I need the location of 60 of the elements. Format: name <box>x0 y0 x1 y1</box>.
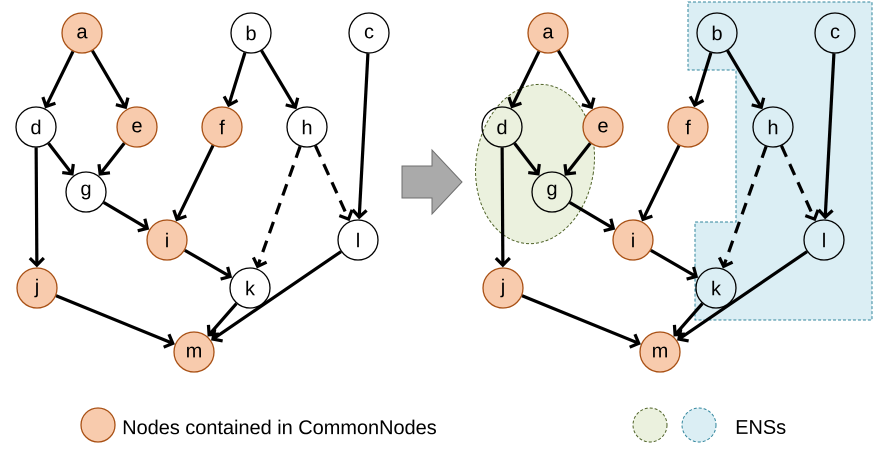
graph-node: f <box>201 106 243 148</box>
arrow <box>102 201 150 232</box>
arrow <box>494 148 511 268</box>
arrow <box>817 54 836 220</box>
graph-node: i <box>146 219 188 261</box>
arrow <box>351 54 370 220</box>
graph-node: i <box>612 219 654 261</box>
graph-node: a <box>61 12 103 54</box>
arrow <box>184 248 232 281</box>
graph-node: g <box>65 171 107 213</box>
graph-node: g <box>531 171 573 213</box>
graph-node: m <box>173 331 215 373</box>
arrow <box>91 50 130 110</box>
arrow <box>260 50 300 110</box>
arrow <box>28 148 45 268</box>
graph-node: c <box>814 12 856 54</box>
graph-node: b <box>230 12 272 54</box>
graph-node: e <box>116 106 158 148</box>
arrow <box>56 294 175 349</box>
arrow <box>563 142 592 176</box>
graph-node: e <box>582 106 624 148</box>
arrow <box>688 52 712 108</box>
graph-node: c <box>348 12 390 54</box>
graph-node: j <box>16 267 58 309</box>
graph-node: a <box>527 12 569 54</box>
graph-node: b <box>696 12 738 54</box>
graph-node: h <box>286 106 328 148</box>
arrow <box>726 50 766 110</box>
arrow <box>507 50 540 108</box>
arrow <box>780 145 820 222</box>
arrow <box>47 142 75 176</box>
arrow <box>522 294 641 349</box>
arrow <box>672 302 704 336</box>
arrow <box>638 144 680 222</box>
arrow <box>252 146 302 269</box>
arrow <box>557 50 596 110</box>
graph-node: l <box>337 219 379 261</box>
legend-label: ENSs <box>736 420 786 434</box>
graph-node: f <box>667 106 709 148</box>
arrow <box>650 248 698 281</box>
arrow <box>206 302 238 336</box>
graph-node: k <box>229 267 271 309</box>
graph-node: d <box>481 106 523 148</box>
legend-label: Nodes contained in CommonNodes <box>124 420 436 434</box>
arrow <box>677 250 808 342</box>
arrow <box>211 250 342 342</box>
arrow <box>41 50 74 108</box>
arrow <box>172 144 214 222</box>
arrow <box>97 142 126 176</box>
graph-node: m <box>639 331 681 373</box>
arrow <box>568 201 616 232</box>
graph-node: l <box>803 219 845 261</box>
arrow <box>513 142 541 176</box>
graph-node: d <box>15 106 57 148</box>
graph-node: h <box>752 106 794 148</box>
arrow <box>718 146 768 269</box>
arrow <box>314 145 354 222</box>
graph-node: j <box>482 267 524 309</box>
arrow <box>222 52 246 108</box>
graph-node: k <box>695 267 737 309</box>
